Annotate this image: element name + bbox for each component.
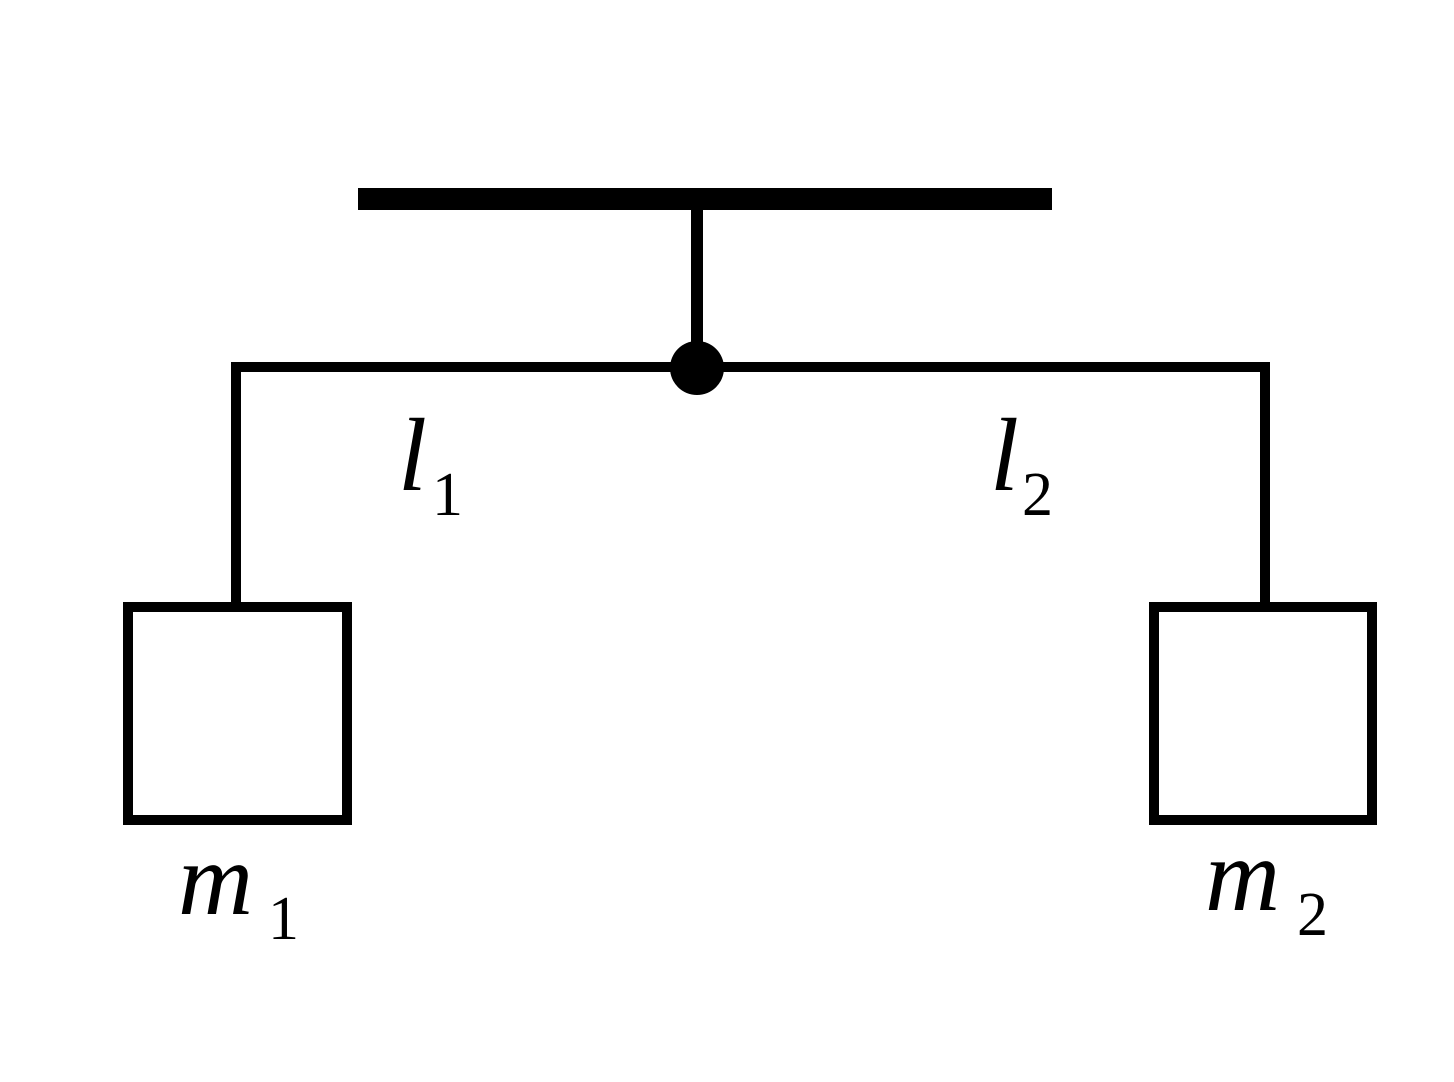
label-l2: l 2 (990, 398, 1053, 529)
lever-beam (231, 362, 1270, 606)
pivot-point (670, 341, 724, 395)
label-m1: m 1 (178, 822, 299, 953)
mass-box-2 (1149, 602, 1377, 825)
label-m2: m 2 (1205, 818, 1328, 949)
label-l1: l 1 (398, 398, 463, 529)
mass-box-1 (123, 602, 352, 825)
